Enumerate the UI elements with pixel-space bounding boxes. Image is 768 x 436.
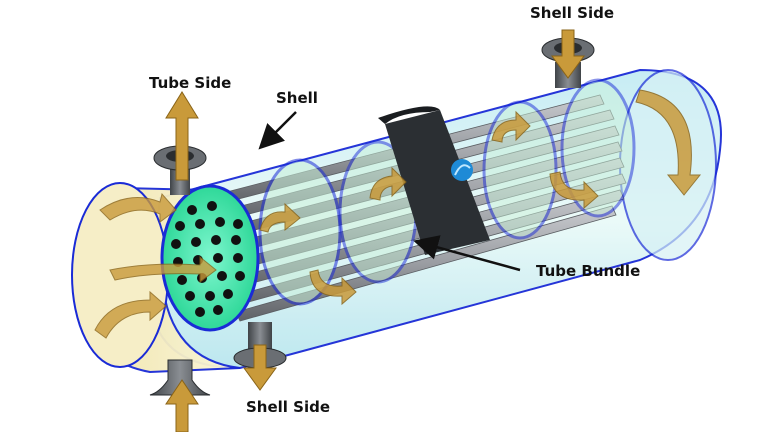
tube-bundle-pointer (413, 235, 521, 272)
label-shell: Shell (276, 89, 318, 107)
tubesheet (160, 184, 260, 332)
logo-emblem (451, 159, 473, 181)
tube-side-in-arrow (165, 379, 199, 433)
label-tube-bundle: Tube Bundle (536, 262, 641, 280)
label-shell-side-top: Shell Side (530, 4, 615, 22)
shell-side-outlet-nozzle (233, 322, 287, 369)
label-shell-side-bottom: Shell Side (246, 398, 331, 416)
shell-side-in-arrow (551, 29, 585, 79)
tube-side-out-arrow (165, 91, 199, 181)
label-tube-side: Tube Side (149, 74, 232, 92)
shell-pointer (258, 111, 297, 150)
callout-lines (258, 111, 521, 272)
shell-side-out-arrow (243, 344, 277, 391)
tube-side-inlet-nozzle (149, 359, 211, 396)
shell-band (378, 106, 490, 255)
flow-arrows (94, 29, 702, 433)
